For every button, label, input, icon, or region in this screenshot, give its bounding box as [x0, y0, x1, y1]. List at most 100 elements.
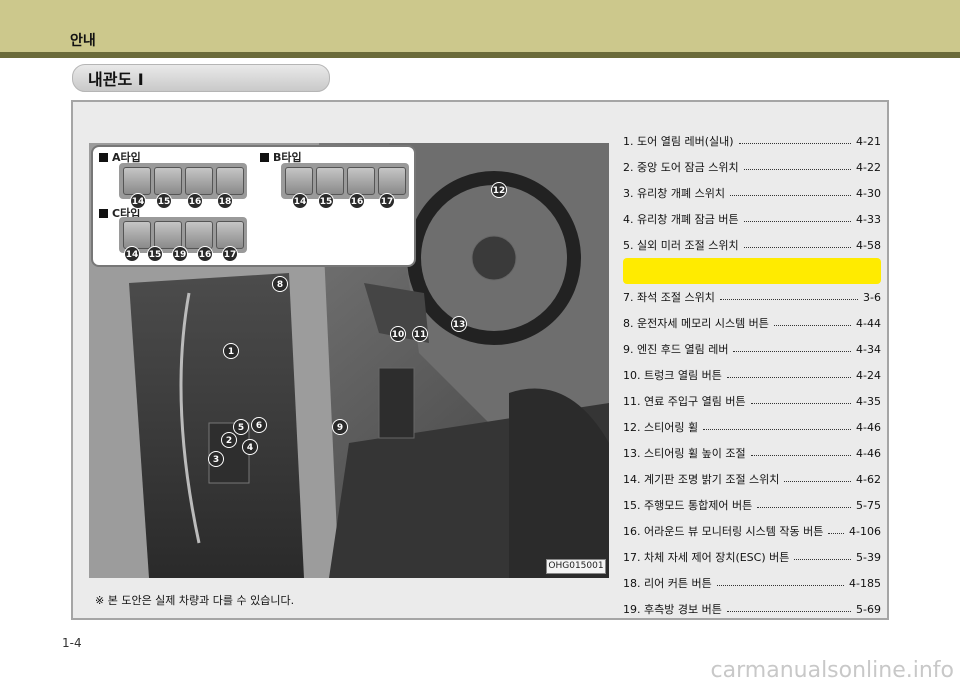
- list-item: 7. 좌석 조절 스위치 3-6: [623, 284, 881, 310]
- callout-badge: 3: [208, 451, 224, 467]
- list-item: 4. 유리창 개폐 잠금 버튼 4-33: [623, 206, 881, 232]
- item-page: 5-69: [856, 602, 881, 616]
- leader-dots: [750, 454, 852, 456]
- leader-dots: [794, 558, 852, 560]
- item-text: 14. 계기판 조명 밝기 조절 스위치: [623, 473, 780, 486]
- item-text: 10. 트렁크 열림 버튼: [623, 369, 722, 382]
- callout-badge: 2: [221, 432, 237, 448]
- header-divider: [0, 52, 960, 58]
- callout-badge: 19: [172, 246, 188, 262]
- item-page: 4-62: [856, 472, 881, 486]
- item-text: 8. 운전자세 메모리 시스템 버튼: [623, 317, 769, 330]
- item-text: 4. 유리창 개폐 잠금 버튼: [623, 213, 739, 226]
- section-title-pill: [72, 64, 330, 92]
- callout-badge: 9: [332, 419, 348, 435]
- photo-code: OHG015001: [546, 559, 606, 574]
- switch-panel-inset: A타입 B타입 C타입 14 15 16 18 14 15 16 17 14 1…: [91, 145, 416, 267]
- leader-dots: [773, 324, 852, 326]
- callout-badge: 17: [222, 246, 238, 262]
- list-item: 8. 운전자세 메모리 시스템 버튼 4-44: [623, 310, 881, 336]
- callout-badge: 6: [251, 417, 267, 433]
- switch-button: [347, 167, 375, 195]
- type-b-switch-panel: [281, 163, 409, 199]
- item-page: 4-46: [856, 446, 881, 460]
- item-text: 2. 중앙 도어 잠금 스위치: [623, 161, 739, 174]
- switch-button: [154, 221, 182, 249]
- item-text: 15. 주행모드 통합제어 버튼: [623, 499, 753, 512]
- item-page: 4-33: [856, 212, 881, 226]
- callout-badge: 14: [124, 246, 140, 262]
- callout-badge: 18: [217, 193, 233, 209]
- callout-badge: 14: [292, 193, 308, 209]
- item-page: 4-58: [856, 238, 881, 252]
- item-text: 11. 연료 주입구 열림 버튼: [623, 395, 746, 408]
- item-page: 4-24: [856, 368, 881, 382]
- leader-dots: [729, 194, 852, 196]
- switch-button: [316, 167, 344, 195]
- leader-dots: [719, 298, 859, 300]
- type-c-label: C타입: [99, 205, 140, 221]
- callout-badge: 4: [242, 439, 258, 455]
- square-bullet-icon: [99, 153, 108, 162]
- list-item: 1. 도어 열림 레버(실내) 4-21: [623, 128, 881, 154]
- item-text: 9. 엔진 후드 열림 레버: [623, 343, 729, 356]
- item-page: 4-30: [856, 186, 881, 200]
- switch-button: [185, 221, 213, 249]
- callout-badge: 16: [197, 246, 213, 262]
- page-number: 1-4: [62, 636, 82, 650]
- leader-dots: [784, 480, 852, 482]
- callout-badge: 15: [156, 193, 172, 209]
- callout-badge: 8: [272, 276, 288, 292]
- item-text: 3. 유리창 개폐 스위치: [623, 187, 725, 200]
- item-page: 4-21: [856, 134, 881, 148]
- item-text: 16. 어라운드 뷰 모니터링 시스템 작동 버튼: [623, 525, 824, 538]
- switch-button: [154, 167, 182, 195]
- item-text: 5. 실외 미러 조절 스위치: [623, 239, 739, 252]
- item-page: 4-106: [849, 524, 881, 538]
- callout-badge: 13: [451, 316, 467, 332]
- item-text: 1. 도어 열림 레버(실내): [623, 135, 734, 148]
- switch-button: [216, 221, 244, 249]
- list-item: 5. 실외 미러 조절 스위치 4-58: [623, 232, 881, 258]
- leader-dots: [750, 402, 852, 404]
- leader-dots: [716, 584, 845, 586]
- item-page: 4-34: [856, 342, 881, 356]
- list-item: 11. 연료 주입구 열림 버튼 4-35: [623, 388, 881, 414]
- item-page: 5-39: [856, 550, 881, 564]
- header-bar: [0, 0, 960, 52]
- leader-dots: [743, 168, 852, 170]
- switch-button: [123, 167, 151, 195]
- list-item: 16. 어라운드 뷰 모니터링 시스템 작동 버튼 4-106: [623, 518, 881, 544]
- section-title: 내관도 I: [88, 70, 144, 89]
- square-bullet-icon: [99, 209, 108, 218]
- item-page: 4-35: [856, 394, 881, 408]
- callout-badge: 16: [349, 193, 365, 209]
- callout-badge: 14: [130, 193, 146, 209]
- list-item: 14. 계기판 조명 밝기 조절 스위치 4-62: [623, 466, 881, 492]
- switch-button: [185, 167, 213, 195]
- leader-dots: [828, 532, 845, 534]
- list-item: 9. 엔진 후드 열림 레버 4-34: [623, 336, 881, 362]
- leader-dots: [726, 376, 852, 378]
- list-item: 19. 후측방 경보 버튼 5-69: [623, 596, 881, 622]
- type-a-text: A타입: [112, 151, 141, 164]
- callout-badge: 10: [390, 326, 406, 342]
- item-text: 19. 후측방 경보 버튼: [623, 603, 722, 616]
- item-text: 18. 리어 커튼 버튼: [623, 577, 712, 590]
- item-page: 4-44: [856, 316, 881, 330]
- watermark: carmanualsonline.info: [710, 658, 954, 683]
- callout-badge: 15: [318, 193, 334, 209]
- item-text: 7. 좌석 조절 스위치: [623, 291, 715, 304]
- leader-dots: [757, 506, 852, 508]
- item-page: 3-6: [863, 290, 881, 304]
- disclaimer-note: ※ 본 도안은 실제 차량과 다를 수 있습니다.: [95, 594, 295, 607]
- callout-badge: 1: [223, 343, 239, 359]
- item-page: 5-75: [856, 498, 881, 512]
- list-item: 10. 트렁크 열림 버튼 4-24: [623, 362, 881, 388]
